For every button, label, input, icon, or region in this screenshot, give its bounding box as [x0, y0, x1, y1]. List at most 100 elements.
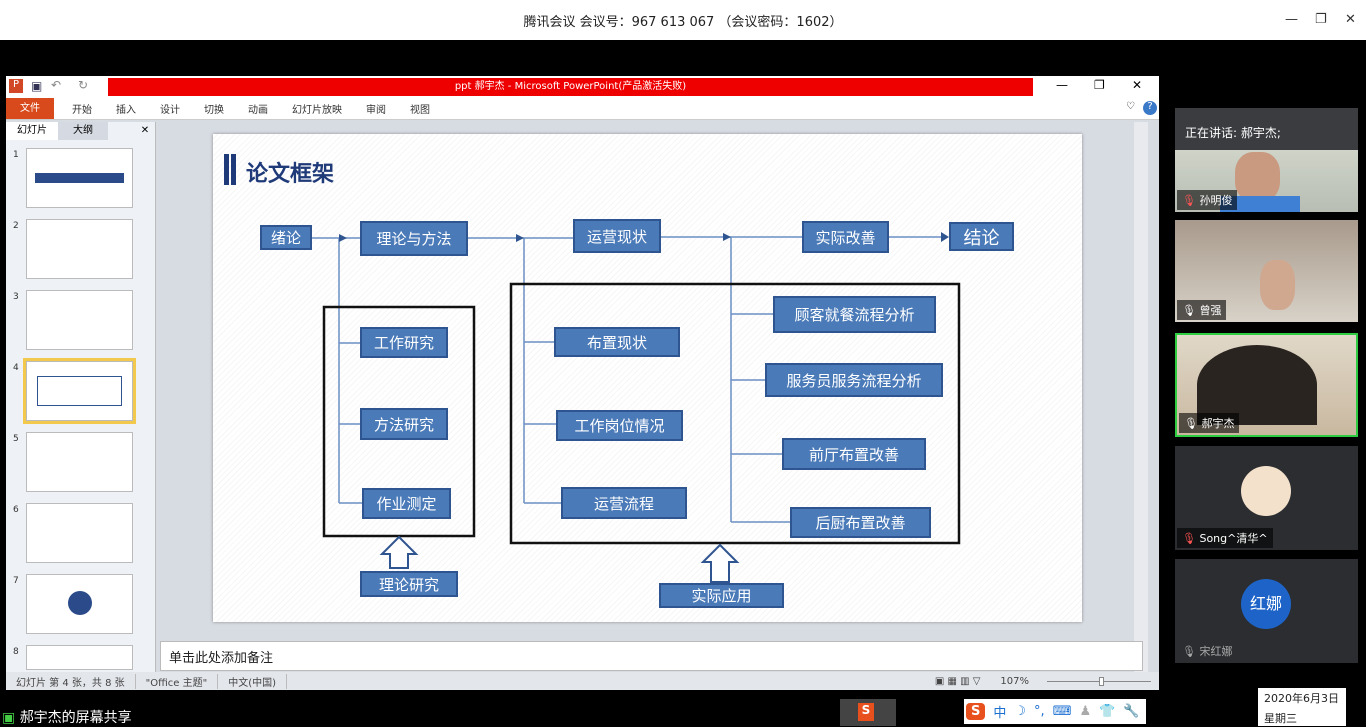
restore-button[interactable]: ❐: [1094, 78, 1105, 92]
box-kitchen-improvement: 后厨布置改善: [790, 507, 931, 538]
sogou-icon: S: [966, 703, 986, 720]
participant-video: [1235, 152, 1280, 202]
video-tile[interactable]: 红娜 🎙 宋红娜: [1175, 559, 1358, 663]
participant-avatar: [1241, 466, 1291, 516]
undo-icon[interactable]: ↶: [51, 78, 62, 92]
slides-pane: 幻灯片 大纲 ✕ 1 2 3 4 5 6 7 8: [6, 122, 156, 672]
box-conclusion: 结论: [949, 222, 1014, 251]
tab-slides[interactable]: 幻灯片: [6, 122, 58, 140]
mic-muted-icon: 🎙: [1182, 532, 1196, 545]
slide-count: 幻灯片 第 4 张，共 8 张: [6, 673, 136, 689]
video-tile[interactable]: 🎙 Song^清华^: [1175, 446, 1358, 550]
video-tile[interactable]: 🎙 孙明俊: [1175, 150, 1358, 212]
slide-thumbnail[interactable]: [26, 503, 133, 563]
box-job-status: 工作岗位情况: [556, 410, 683, 441]
mic-icon: 🎙: [1182, 645, 1196, 658]
tab-home[interactable]: 开始: [72, 105, 92, 116]
ime-mode: 中: [993, 706, 1007, 721]
meeting-title-bar: 腾讯会议 会议号：967 613 067 （会议密码：1602） — ❐ ✕: [0, 0, 1366, 40]
clock[interactable]: 2020年6月3日星期三: [1258, 688, 1346, 726]
connector-lines: [312, 232, 961, 583]
maximize-button[interactable]: ❐: [1315, 12, 1327, 27]
language: 中文(中国): [218, 673, 288, 689]
box-current-status: 运营现状: [573, 219, 661, 253]
notes-input[interactable]: 单击此处添加备注: [160, 641, 1143, 671]
box-waiter-service-analysis: 服务员服务流程分析: [765, 363, 943, 397]
box-improvement: 实际改善: [802, 221, 889, 253]
ppt-title-bar: P ▣ ↶ ↻ ppt 郝宇杰 - Microsoft PowerPoint(产…: [6, 76, 1159, 98]
save-icon[interactable]: ▣: [31, 79, 43, 93]
theme-name: "Office 主题": [136, 673, 219, 689]
mic-muted-icon: 🎙: [1182, 194, 1196, 207]
label-theory-research: 理论研究: [360, 571, 458, 597]
tab-insert[interactable]: 插入: [116, 105, 136, 116]
participant-name: 郝宇杰: [1201, 417, 1235, 430]
zoom-slider[interactable]: [1039, 677, 1159, 686]
box-work-study: 工作研究: [360, 327, 448, 358]
close-button[interactable]: ✕: [1345, 12, 1356, 27]
skin-icon: 👕: [1099, 704, 1116, 719]
box-work-measurement: 作业测定: [362, 488, 451, 519]
video-tile[interactable]: 🎙 曾强: [1175, 220, 1358, 322]
slide-canvas: 论文框架 绪论 理论与方法 运营现状 实际改善 结论 工作研究 方法研究 作业测…: [213, 134, 1082, 622]
slide-thumbnail[interactable]: [26, 645, 133, 670]
title-bar-accent: [231, 154, 236, 185]
zoom-level[interactable]: 107%: [1000, 675, 1029, 687]
close-pane-icon[interactable]: ✕: [140, 125, 150, 136]
tab-slideshow[interactable]: 幻灯片放映: [292, 105, 342, 116]
slide-thumbnail[interactable]: [26, 574, 133, 634]
moon-icon: ☽: [1014, 704, 1027, 719]
tab-animations[interactable]: 动画: [248, 105, 268, 116]
date: 2020年6月3日: [1264, 692, 1339, 705]
tab-view[interactable]: 视图: [410, 105, 430, 116]
participant-video: [1197, 345, 1317, 425]
slide-thumbnail[interactable]: [26, 148, 133, 208]
box-layout-status: 布置现状: [554, 327, 680, 357]
mic-icon: 🎙: [1182, 304, 1196, 317]
close-button[interactable]: ✕: [1132, 78, 1143, 92]
ribbon-tabs: 文件 开始 插入 设计 切换 动画 幻灯片放映 审阅 视图 ♡ ?: [6, 98, 1159, 120]
mic-icon: 🎙: [1184, 417, 1198, 430]
help-icon[interactable]: ?: [1143, 101, 1157, 115]
keyboard-icon: ⌨: [1052, 704, 1072, 719]
screen-share-label: ▣ 郝宇杰的屏幕共享: [2, 710, 132, 726]
slide-thumbnail-selected[interactable]: [23, 358, 136, 424]
participant-name: Song^清华^: [1199, 532, 1268, 545]
share-icon: ▣: [2, 710, 16, 726]
tab-transitions[interactable]: 切换: [204, 105, 224, 116]
participant-name: 孙明俊: [1199, 194, 1233, 207]
tab-file[interactable]: 文件: [6, 98, 54, 119]
weekday: 星期三: [1264, 712, 1297, 725]
participant-name: 曾强: [1199, 304, 1222, 317]
label-practical-application: 实际应用: [659, 583, 784, 608]
tools-icon: 🔧: [1123, 704, 1140, 719]
slide-thumbnail[interactable]: [26, 290, 133, 350]
tab-design[interactable]: 设计: [160, 105, 180, 116]
minimize-button[interactable]: —: [1056, 78, 1068, 92]
tab-review[interactable]: 审阅: [366, 105, 386, 116]
video-tile-active[interactable]: 🎙 郝宇杰: [1175, 333, 1358, 437]
redo-icon[interactable]: ↻: [78, 78, 89, 92]
box-front-hall-improvement: 前厅布置改善: [782, 438, 926, 470]
participant-video: [1260, 260, 1295, 310]
participant-name: 宋红娜: [1199, 645, 1233, 658]
view-buttons[interactable]: ▣ ▦ ▥ ▽: [934, 675, 981, 687]
minimize-button[interactable]: —: [1285, 12, 1298, 27]
box-intro: 绪论: [260, 225, 312, 250]
slide-title: 论文框架: [246, 162, 335, 187]
box-method-study: 方法研究: [360, 408, 448, 440]
meeting-title: 腾讯会议 会议号：967 613 067 （会议密码：1602）: [523, 14, 843, 30]
participant-avatar: 红娜: [1241, 579, 1291, 629]
collapse-ribbon-icon[interactable]: ♡: [1126, 101, 1135, 112]
slide-thumbnail[interactable]: [26, 219, 133, 279]
powerpoint-icon: P: [9, 79, 23, 93]
title-bar-accent: [224, 154, 229, 185]
tab-outline[interactable]: 大纲: [58, 122, 108, 140]
status-bar: 幻灯片 第 4 张，共 8 张 "Office 主题" 中文(中国) ▣ ▦ ▥…: [6, 672, 1159, 690]
sogou-toolbar-mini[interactable]: S: [840, 699, 896, 726]
window-title: ppt 郝宇杰 - Microsoft PowerPoint(产品激活失败): [108, 78, 1033, 96]
vertical-scrollbar[interactable]: [1134, 122, 1148, 672]
box-operation-flow: 运营流程: [561, 487, 687, 519]
slide-thumbnail[interactable]: [26, 432, 133, 492]
